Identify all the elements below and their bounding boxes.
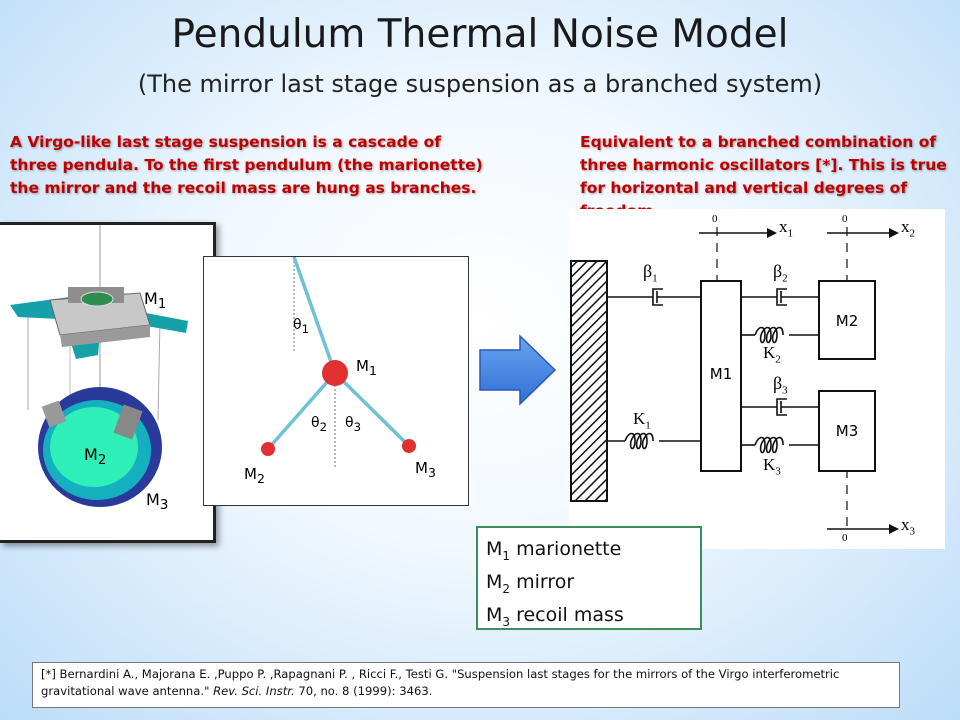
recoil-wire bbox=[333, 371, 411, 448]
spring-k1 bbox=[607, 432, 701, 450]
photo-label-m1: M1 bbox=[144, 289, 167, 313]
spring-k3 bbox=[741, 436, 819, 454]
mass-m1-block bbox=[700, 280, 742, 472]
pendulum-label-m2: M2 bbox=[244, 465, 265, 486]
x3-origin-label: 0 bbox=[842, 532, 848, 544]
oscillator-scheme-diagram: 0 0 0 x1 x2 x3 β1 β2 β3 K1 K2 K3 M1 M2 M… bbox=[569, 209, 945, 549]
suspension-render-illustration bbox=[10, 225, 188, 507]
beta3-label: β3 bbox=[773, 373, 788, 397]
mass-m3-block bbox=[818, 390, 876, 472]
pendulum-label-m3: M3 bbox=[415, 459, 436, 480]
x3-axis-label: x3 bbox=[901, 515, 915, 538]
photo-label-m2: M2 bbox=[84, 445, 107, 469]
recoil-mass bbox=[402, 439, 416, 453]
beta1-label: β1 bbox=[643, 261, 658, 285]
spring-k2 bbox=[741, 326, 819, 344]
beta2-label: β2 bbox=[773, 261, 788, 285]
legend-item-mirror: M2 mirror bbox=[486, 570, 575, 596]
mass-m2-block bbox=[818, 280, 876, 360]
mirror-wire bbox=[266, 371, 337, 451]
citation-reference: [*] Bernardini A., Majorana E. ,Puppo P.… bbox=[32, 662, 900, 708]
marionette-wire bbox=[292, 256, 337, 374]
arrow-right-icon bbox=[479, 334, 557, 406]
theta3-label: θ3 bbox=[345, 415, 361, 434]
k3-label: K3 bbox=[763, 455, 781, 478]
x1-axis-label: x1 bbox=[779, 217, 793, 240]
x2-axis-label: x2 bbox=[901, 217, 915, 240]
damper-beta1 bbox=[607, 288, 701, 306]
marionette-mass bbox=[322, 360, 348, 386]
k2-label: K2 bbox=[763, 343, 781, 366]
page-subtitle: (The mirror last stage suspension as a b… bbox=[137, 70, 823, 98]
k1-label: K1 bbox=[633, 409, 651, 432]
pendulum-label-m1: M1 bbox=[356, 357, 377, 378]
damper-beta2 bbox=[741, 288, 819, 306]
theta1-label: θ1 bbox=[293, 317, 309, 336]
page-title: Pendulum Thermal Noise Model bbox=[171, 12, 789, 57]
damper-beta3 bbox=[741, 398, 819, 416]
theta2-label: θ2 bbox=[311, 415, 327, 434]
x2-origin-label: 0 bbox=[842, 213, 848, 225]
x1-origin-label: 0 bbox=[712, 213, 718, 225]
legend-item-recoil-mass: M3 recoil mass bbox=[486, 603, 624, 629]
mass-legend: M1 marionette M2 mirror M3 recoil mass bbox=[476, 526, 702, 630]
suspension-render-panel: M1 M2 M3 bbox=[0, 222, 216, 543]
fixed-wall bbox=[570, 260, 608, 502]
mass-m3-label: M3 bbox=[835, 422, 859, 440]
photo-label-m3: M3 bbox=[146, 490, 169, 514]
mirror-mass bbox=[261, 442, 275, 456]
branched-pendulum-diagram: θ1 θ2 θ3 M1 M2 M3 bbox=[203, 256, 469, 506]
mass-m1-label: M1 bbox=[709, 365, 733, 383]
suspension-description: A Virgo-like last stage suspension is a … bbox=[10, 133, 483, 197]
legend-item-marionette: M1 marionette bbox=[486, 538, 622, 563]
mass-m2-label: M2 bbox=[835, 312, 859, 330]
